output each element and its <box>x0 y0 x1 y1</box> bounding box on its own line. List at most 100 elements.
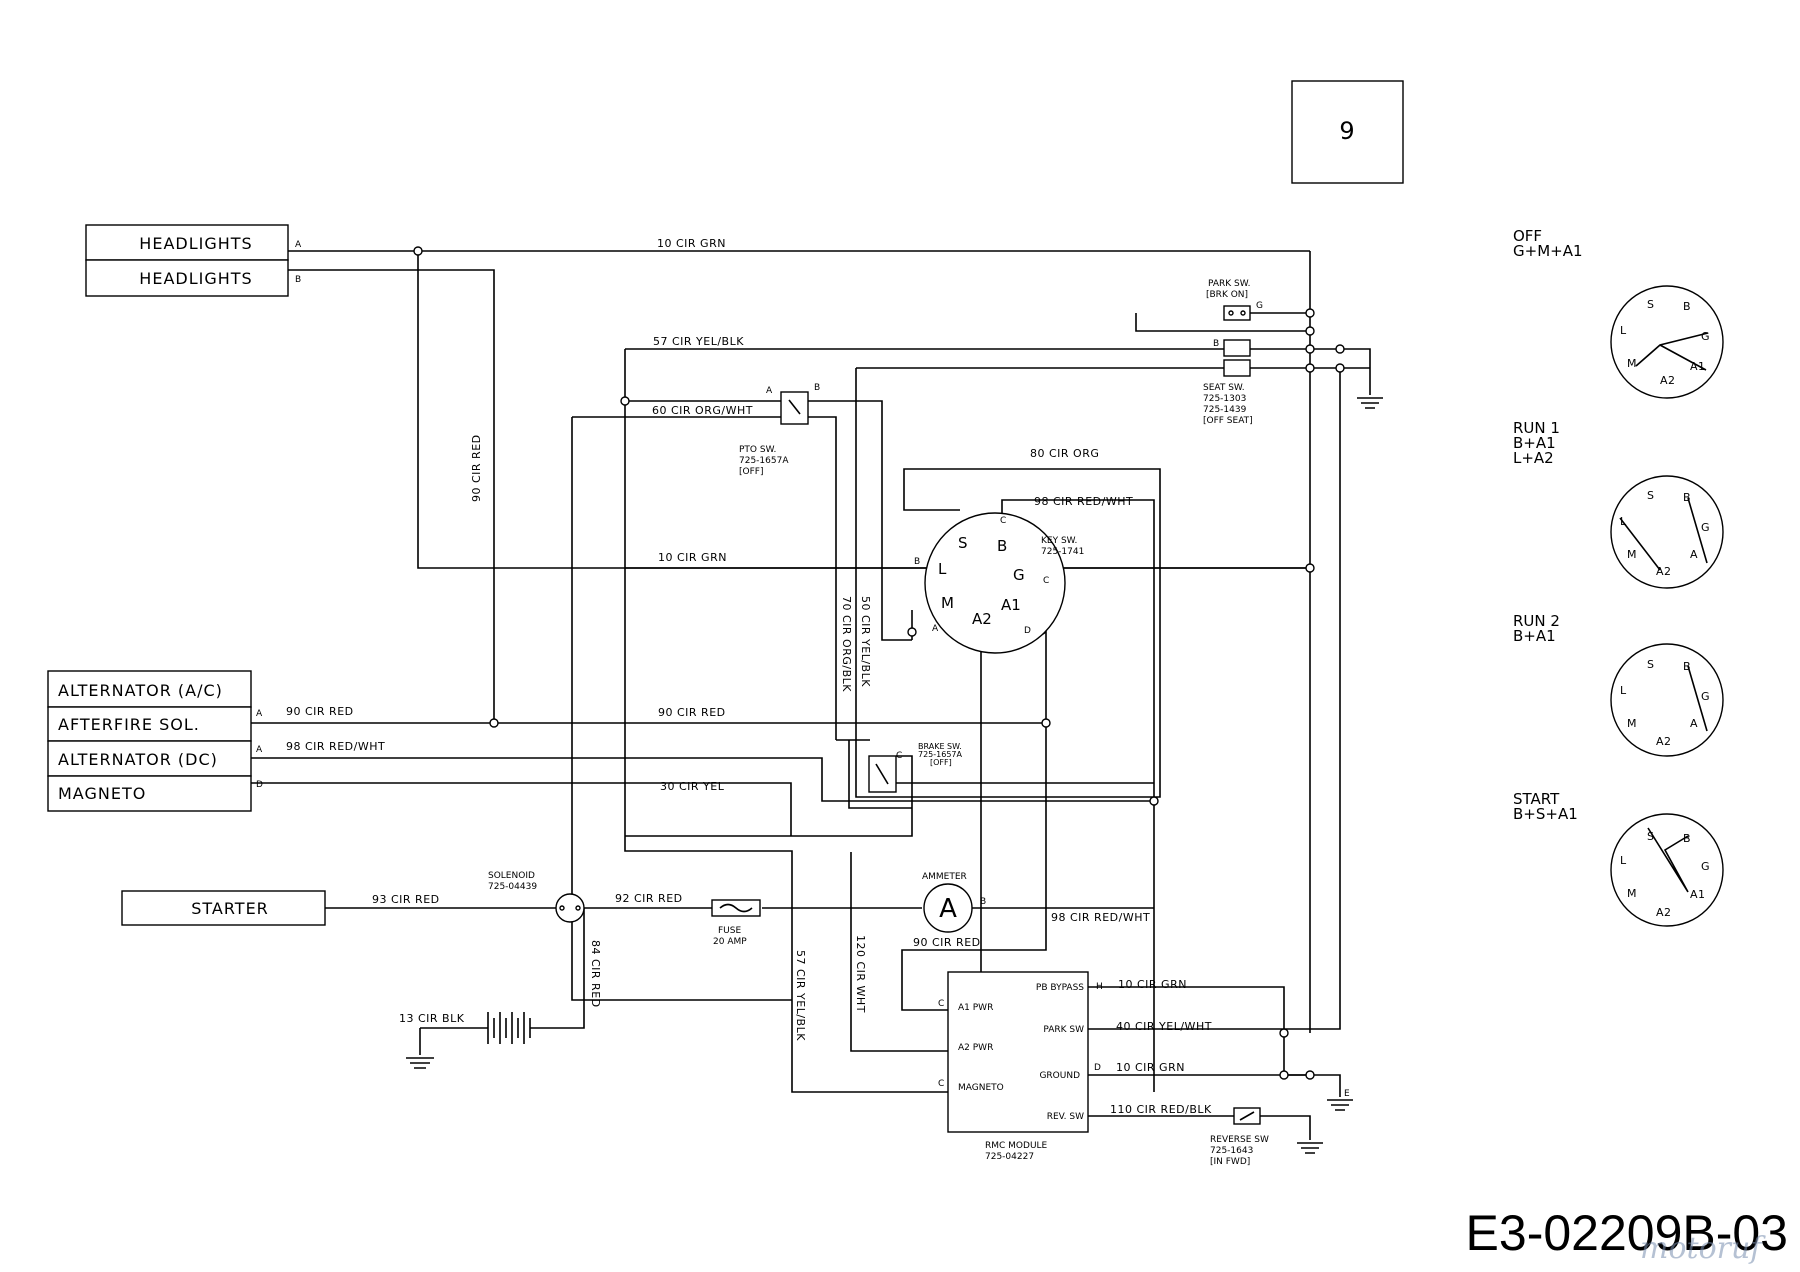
rmc-pin-a2: A2 PWR <box>958 1043 993 1053</box>
solenoid: SOLENOID 725-04439 <box>488 871 585 923</box>
reverse-switch-label: REVERSE SW <box>1210 1135 1269 1145</box>
key-position-title: RUN 1 <box>1513 419 1560 437</box>
terminal-label: G <box>1256 301 1263 311</box>
wire-label: 93 CIR RED <box>372 893 440 906</box>
terminal-label: A <box>256 709 263 719</box>
terminal-label: B <box>914 557 920 567</box>
wire-label: 30 CIR YEL <box>660 780 725 793</box>
rmc-pin-park-sw: PARK SW <box>1043 1025 1084 1035</box>
dial-letter: S <box>1647 489 1654 502</box>
wire-label: 90 CIR RED <box>470 434 483 502</box>
fuse-label: FUSE <box>718 926 741 936</box>
rmc-module: A1 PWR A2 PWR MAGNETO PB BYPASS PARK SW … <box>938 971 1350 1162</box>
solenoid-part: 725-04439 <box>488 882 537 892</box>
junctions <box>413 246 1345 1080</box>
terminal-label: D <box>1094 1063 1101 1073</box>
wire-label: 98 CIR RED/WHT <box>286 740 385 753</box>
key-dial-start: S B L G M A1 A2 <box>1610 813 1724 927</box>
pto-switch-label: PTO SW. <box>739 445 776 455</box>
dial-letter: S <box>1647 658 1654 671</box>
ammeter: A AMMETER B <box>922 872 986 933</box>
part-code: E3-02209B-03 <box>1466 1205 1788 1261</box>
pto-switch-part: 725-1657A <box>739 456 789 466</box>
key-position-combo: B+S+A1 <box>1513 805 1578 823</box>
dial-letter: A2 <box>1656 565 1672 578</box>
wire-label: 120 CIR WHT <box>854 935 867 1013</box>
seat-switch-part-1: 725-1303 <box>1203 394 1246 404</box>
key-terminal-a2: A2 <box>972 610 992 628</box>
terminal-label: C <box>938 1079 944 1089</box>
rmc-label: RMC MODULE <box>985 1141 1048 1151</box>
wire-label: 98 CIR RED/WHT <box>1051 911 1150 924</box>
dial-letter: L <box>1620 854 1627 867</box>
terminal-label: C <box>896 751 902 761</box>
key-position-title: OFF <box>1513 227 1542 245</box>
key-position-combo: B+A1 <box>1513 434 1556 452</box>
afterfire-label: AFTERFIRE SOL. <box>58 715 200 734</box>
headlights-a-label: HEADLIGHTS <box>139 234 252 253</box>
ammeter-label: AMMETER <box>922 872 967 882</box>
dial-letter: B <box>1683 300 1691 313</box>
terminal-label: A <box>932 624 939 634</box>
dial-letter: A2 <box>1656 735 1672 748</box>
key-switch-label: KEY SW. <box>1041 536 1077 546</box>
reverse-switch-part: 725-1643 <box>1210 1146 1253 1156</box>
terminal-label: A <box>766 386 773 396</box>
wire-label: 92 CIR RED <box>615 892 683 905</box>
page-number-box: 9 <box>1291 80 1404 184</box>
seat-switch-state: [OFF SEAT] <box>1203 416 1253 426</box>
dial-letter: A <box>1690 548 1698 561</box>
wire-label: 40 CIR YEL/WHT <box>1116 1020 1212 1033</box>
key-position-combo: L+A2 <box>1513 449 1554 467</box>
terminal-label: B <box>814 383 820 393</box>
ammeter-symbol: A <box>939 894 957 924</box>
seat-switch-label: SEAT SW. <box>1203 383 1245 393</box>
wire-label: 10 CIR GRN <box>1118 978 1187 991</box>
wires <box>251 250 1383 1154</box>
wire-label: 57 CIR YEL/BLK <box>794 950 807 1041</box>
wire-label: 90 CIR RED <box>913 936 981 949</box>
brake-switch-state: [OFF] <box>930 758 952 767</box>
wire-label: 10 CIR GRN <box>657 237 726 250</box>
seat-switch-part-2: 725-1439 <box>1203 405 1247 415</box>
rmc-pin-magneto: MAGNETO <box>958 1083 1004 1093</box>
dial-letter: M <box>1627 357 1637 370</box>
dial-letter: G <box>1701 860 1710 873</box>
terminal-label: C <box>938 999 944 1009</box>
wire-label: 84 CIR RED <box>589 940 602 1008</box>
terminal-label: D <box>256 780 263 790</box>
wire-label: 90 CIR RED <box>658 706 726 719</box>
wire-label: 50 CIR YEL/BLK <box>859 596 872 687</box>
pto-switch: A B PTO SW. 725-1657A [OFF] <box>739 383 820 477</box>
rmc-part: 725-04227 <box>985 1152 1034 1162</box>
key-terminal-a1: A1 <box>1001 596 1021 614</box>
key-dial-off: S B L G M A1 A2 <box>1610 285 1724 399</box>
watermark: motoruf <box>1640 1231 1766 1266</box>
magneto-label: MAGNETO <box>58 784 146 803</box>
dial-letter: S <box>1647 298 1654 311</box>
dial-letter: L <box>1620 684 1627 697</box>
terminal-label: B <box>1213 339 1219 349</box>
park-switch: PARK SW. [BRK ON] G B SEAT SW. 725-1303 … <box>1203 279 1263 426</box>
wire-label: 90 CIR RED <box>286 705 354 718</box>
key-position-title: START <box>1513 790 1560 808</box>
key-terminal-b: B <box>997 537 1007 555</box>
fuse-rating: 20 AMP <box>713 937 747 947</box>
wire-label: 110 CIR RED/BLK <box>1110 1103 1212 1116</box>
pto-switch-state: [OFF] <box>739 467 763 477</box>
rmc-pin-pb-bypass: PB BYPASS <box>1036 983 1084 993</box>
rmc-pin-rev-sw: REV. SW <box>1047 1112 1084 1122</box>
dial-letter: A1 <box>1690 888 1706 901</box>
wire-label: 98 CIR RED/WHT <box>1034 495 1133 508</box>
wire-label: 80 CIR ORG <box>1030 447 1099 460</box>
wire-label: 60 CIR ORG/WHT <box>652 404 753 417</box>
dial-letter: G <box>1701 690 1710 703</box>
alternator-ac-label: ALTERNATOR (A/C) <box>58 681 223 700</box>
terminal-label: A <box>256 745 263 755</box>
dial-letter: L <box>1620 324 1627 337</box>
park-switch-label: PARK SW. <box>1208 279 1250 289</box>
wire-label: 13 CIR BLK <box>399 1012 465 1025</box>
rmc-pin-ground: GROUND <box>1039 1071 1080 1081</box>
starter-label: STARTER <box>191 899 269 918</box>
key-position-legend: OFF G+M+A1 RUN 1 B+A1 L+A2 RUN 2 B+A1 ST… <box>1513 227 1724 927</box>
